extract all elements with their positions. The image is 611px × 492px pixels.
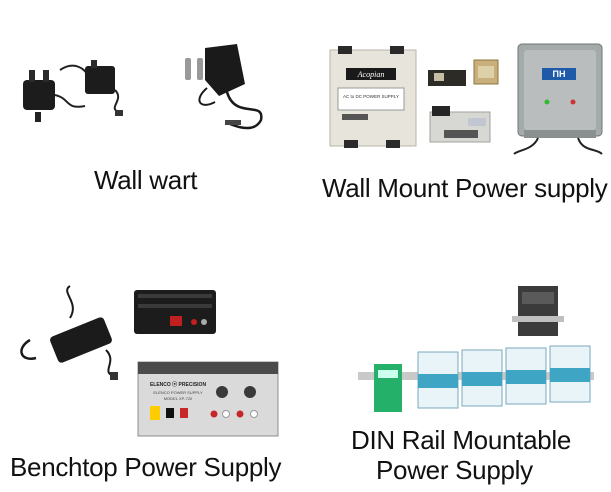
benchtop-images: ELENCO ⓔ PRECISION ELENCO POWER SUPPLY M…	[20, 285, 279, 437]
wall-wart-caption: Wall wart	[94, 165, 198, 195]
wall-mount-caption: Wall Mount Power supply	[322, 173, 608, 203]
elenco-desc: ELENCO POWER SUPPLY	[153, 390, 203, 395]
teal-din-modules	[417, 345, 591, 409]
usb-wall-adapter-icon	[23, 60, 123, 122]
elenco-brand: ELENCO ⓔ PRECISION	[150, 381, 207, 388]
benchtop-caption: Benchtop Power Supply	[10, 452, 282, 482]
small-power-modules	[428, 59, 499, 143]
acopian-power-supply-box: Acopian AC to DC POWER SUPPLY	[329, 46, 417, 148]
elenco-model: MODEL XP-720	[164, 396, 193, 401]
wall-wart-images	[23, 44, 263, 130]
din-rail-caption-line1: DIN Rail Mountable	[351, 425, 572, 455]
green-din-module	[374, 364, 402, 412]
din-rail-images	[358, 286, 594, 412]
elenco-power-supply: ELENCO ⓔ PRECISION ELENCO POWER SUPPLY M…	[137, 361, 279, 437]
acopian-logo: Acopian	[357, 70, 385, 79]
gray-enclosure-power-supply: ПН	[513, 43, 603, 155]
enclosure-logo: ПН	[553, 69, 566, 79]
wall-mount-images: Acopian AC to DC POWER SUPPLY ПН	[329, 43, 603, 155]
din-rail-module-icon	[512, 286, 564, 336]
eu-plug-adapter-icon	[185, 44, 263, 130]
acopian-desc: AC to DC POWER SUPPLY	[343, 94, 399, 99]
laptop-brick-icon	[20, 285, 118, 380]
black-benchtop-supply	[134, 290, 216, 334]
din-rail-caption-line2: Power Supply	[376, 455, 533, 485]
